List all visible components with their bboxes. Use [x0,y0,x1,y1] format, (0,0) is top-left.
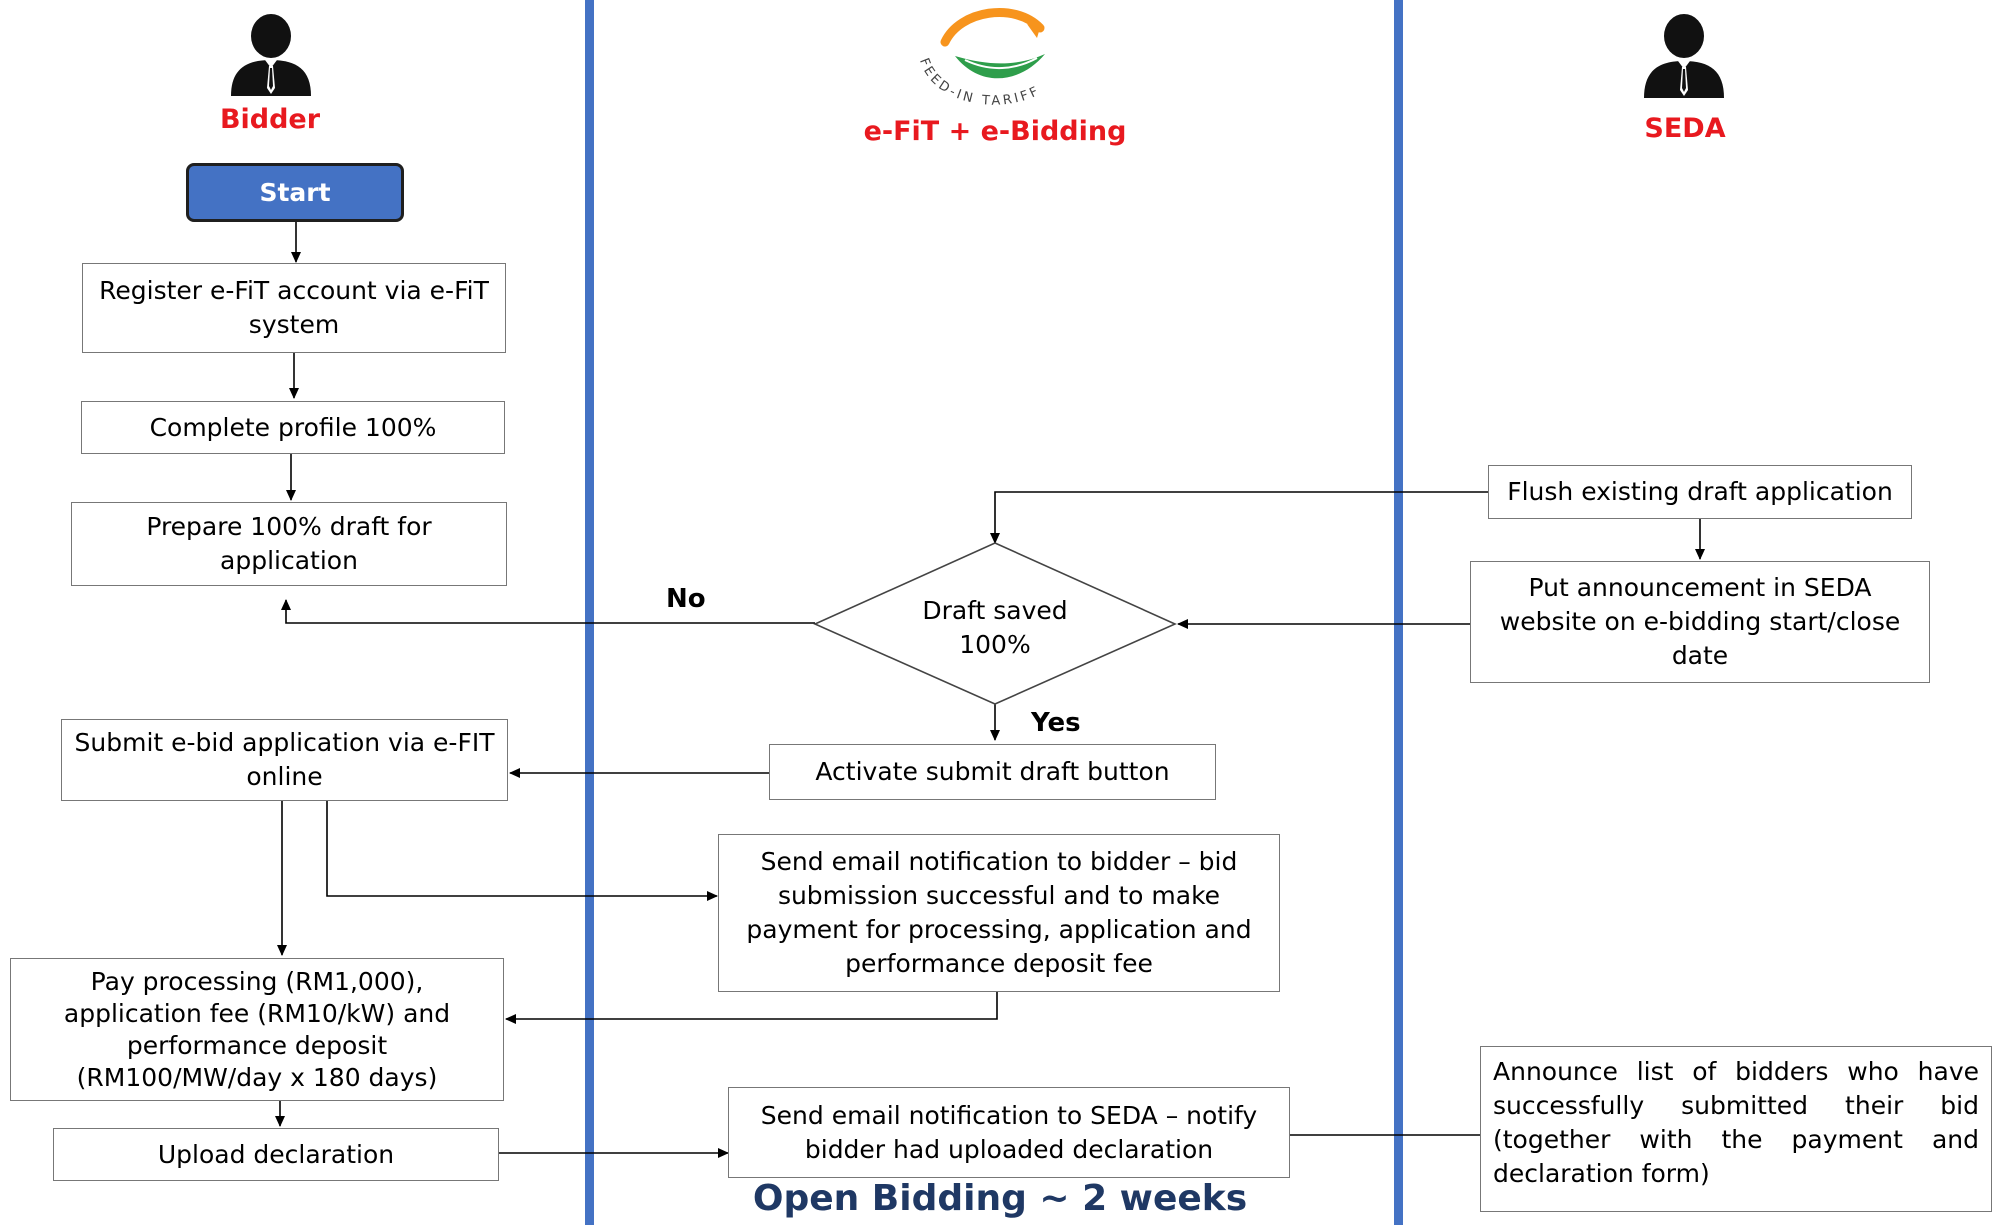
pay-fees-box: Pay processing (RM1,000), application fe… [10,958,504,1101]
lane-title-middle: e-FiT + e-Bidding [863,116,1127,147]
lane-title-bidder: Bidder [219,104,321,135]
prepare-draft-box: Prepare 100% draft for application [71,502,507,586]
lane-divider-left [585,0,594,1225]
email-seda-box: Send email notification to SEDA – notify… [728,1087,1290,1178]
register-account-box: Register e-FiT account via e-FiT system [82,263,506,353]
lane-title-seda: SEDA [1644,113,1726,144]
edge-label-yes: Yes [1031,708,1081,738]
flush-draft-box: Flush existing draft application [1488,465,1912,519]
edge-label-no: No [666,584,706,614]
submit-ebid-box: Submit e-bid application via e-FIT onlin… [61,719,508,801]
edge-email-pay [505,992,998,1024]
edge-decision-no [281,599,815,624]
announce-list-box: Announce list of bidders who have succes… [1480,1046,1992,1212]
edge-flush-decision [990,491,1488,544]
decision-label: Draft saved 100% [922,596,1068,659]
lane-divider-right [1394,0,1403,1225]
seda-person-icon [1644,14,1724,98]
complete-profile-box: Complete profile 100% [81,401,505,454]
put-announcement-box: Put announcement in SEDA website on e-bi… [1470,561,1930,683]
activate-submit-box: Activate submit draft button [769,744,1216,800]
decision-diamond [813,542,1177,705]
open-bidding-footer: Open Bidding ~ 2 weeks [752,1178,1248,1219]
email-bidder-box: Send email notification to bidder – bid … [718,834,1280,992]
edge-submit-email [326,801,718,901]
start-node: Start [186,163,404,222]
feed-in-tariff-logo-icon: FEED-IN TARIFF [916,7,1045,109]
upload-declaration-box: Upload declaration [53,1128,499,1181]
bidder-person-icon [231,14,311,96]
